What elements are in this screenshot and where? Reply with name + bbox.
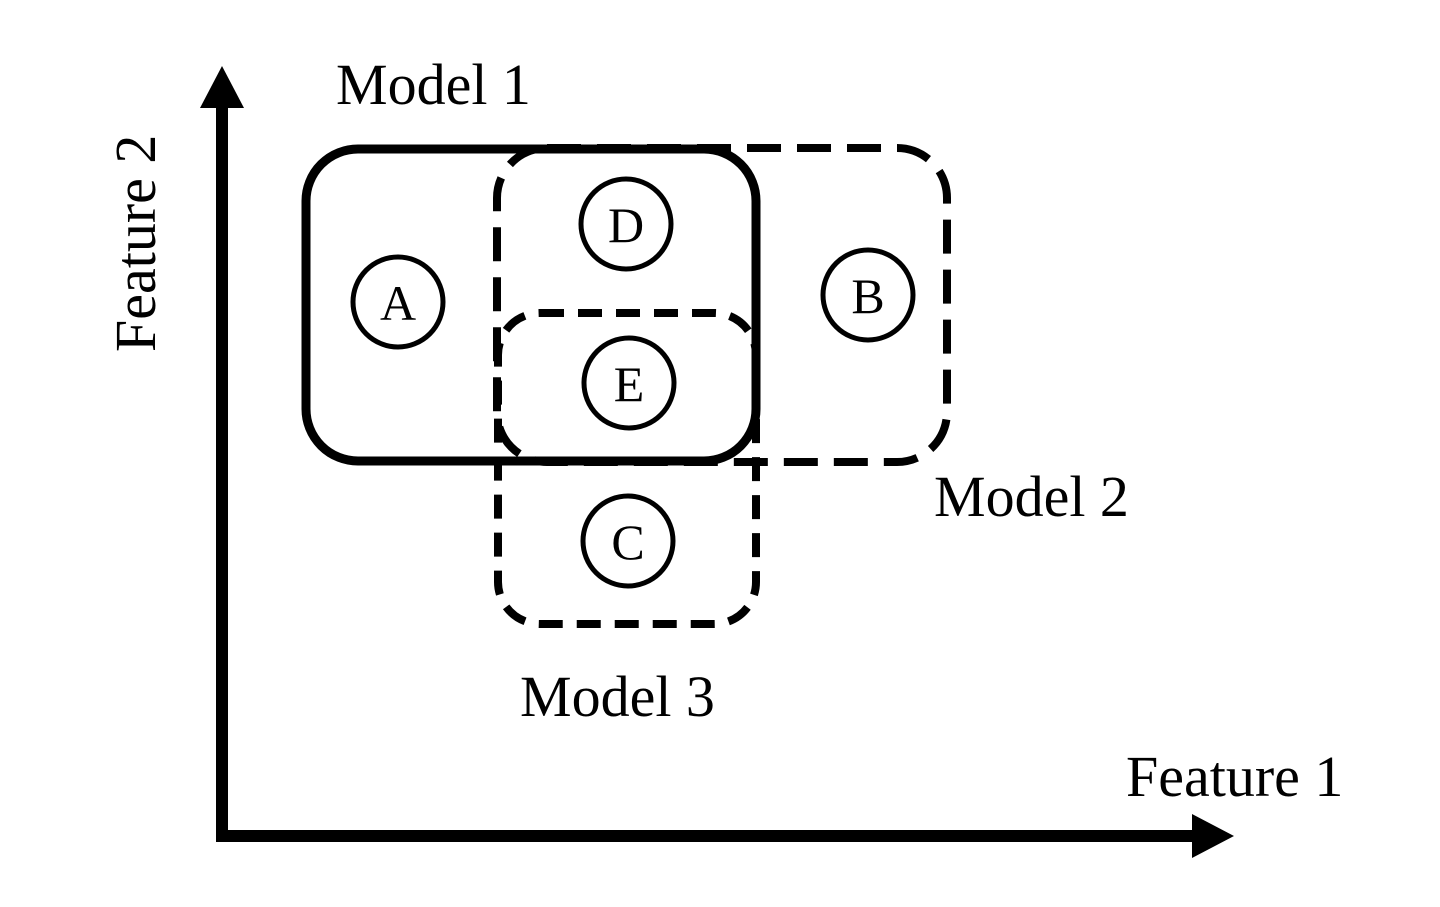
node-e: E — [581, 335, 677, 431]
nodes: A B C D E — [350, 176, 916, 589]
y-axis-arrowhead — [200, 66, 244, 108]
node-e-circle — [581, 335, 677, 431]
x-axis-label: Feature 1 — [1126, 744, 1343, 809]
node-b-label: B — [851, 268, 884, 324]
y-axis-label: Feature 2 — [103, 135, 168, 352]
node-b: B — [820, 247, 916, 343]
node-a: A — [350, 254, 446, 350]
node-e-label: E — [614, 356, 645, 412]
model-1-region — [301, 144, 761, 466]
node-d-circle — [578, 176, 674, 272]
model-3-label: Model 3 — [520, 664, 715, 729]
node-a-circle — [350, 254, 446, 350]
model-1-label: Model 1 — [336, 52, 531, 117]
node-d: D — [578, 176, 674, 272]
node-d-label: D — [608, 197, 644, 253]
axes — [200, 66, 1234, 858]
node-c-circle — [580, 493, 676, 589]
node-c-label: C — [611, 514, 644, 570]
model-3-region — [494, 309, 760, 628]
node-c: C — [580, 493, 676, 589]
axis-labels: Feature 1 Feature 2 — [103, 135, 1343, 809]
model-labels: Model 1 Model 2 Model 3 — [336, 52, 1129, 729]
model-regions — [301, 144, 951, 628]
x-axis-arrowhead — [1192, 814, 1234, 858]
model-2-label: Model 2 — [934, 464, 1129, 529]
node-a-label: A — [380, 275, 416, 331]
node-b-circle — [820, 247, 916, 343]
